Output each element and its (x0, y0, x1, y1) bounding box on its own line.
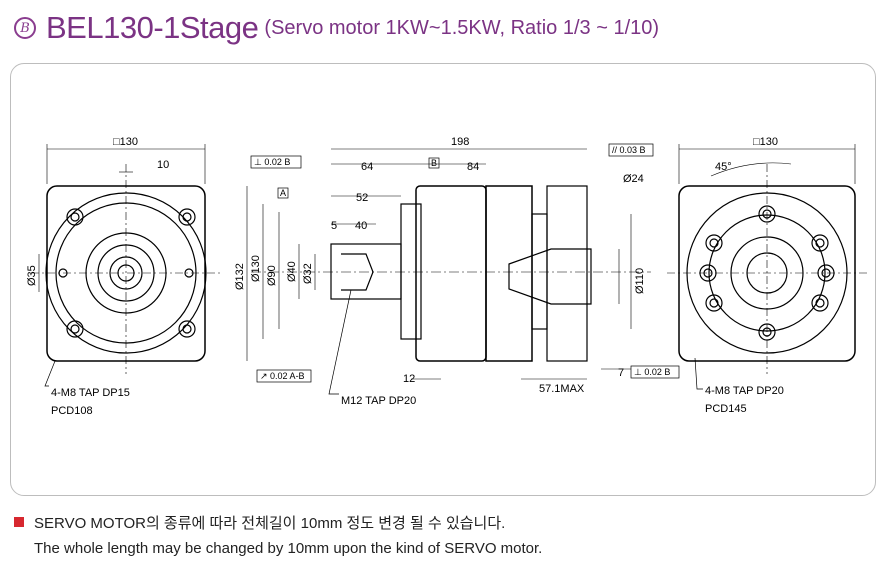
technical-drawing: □130 10 Ø35 4-M8 TAP DP15 PCD108 198 64 … (26, 136, 867, 417)
overall-length-label: 198 (451, 136, 469, 148)
right-angle-label: 45° (715, 161, 732, 173)
gtol-runout: ↗ 0.02 A-B (260, 371, 305, 381)
page-header: B BEL130-1Stage (Servo motor 1KW~1.5KW, … (14, 6, 659, 50)
datum-b: B (431, 158, 437, 168)
length-84-label: 84 (467, 161, 479, 173)
length-7-label: 7 (618, 367, 624, 379)
note-english: The whole length may be changed by 10mm … (34, 540, 543, 557)
right-pcd-note: PCD145 (705, 403, 747, 415)
b-badge-icon: B (14, 17, 36, 39)
dia-132-label: Ø132 (234, 263, 246, 290)
length-52-label: 52 (356, 192, 368, 204)
dia-90-label: Ø90 (266, 265, 278, 286)
left-key-label: 10 (157, 159, 169, 171)
gtol-parallel: // 0.03 B (612, 145, 646, 155)
left-pcd-note: PCD108 (51, 405, 93, 417)
dia-24-label: Ø24 (623, 173, 644, 185)
gtol-perp-1: ⊥ 0.02 B (254, 157, 290, 167)
dia-32-label: Ø32 (302, 263, 314, 284)
note-korean: SERVO MOTOR의 종류에 따라 전체길이 10mm 정도 변경 될 수 … (14, 512, 505, 533)
length-64-label: 64 (361, 161, 373, 173)
page-title: BEL130-1Stage (46, 10, 259, 45)
front-view-right (667, 144, 867, 390)
datum-a: A (280, 188, 286, 198)
bullet-square-icon (14, 517, 24, 527)
drawing-frame: □130 10 Ø35 4-M8 TAP DP15 PCD108 198 64 … (10, 63, 876, 496)
length-40-label: 40 (355, 220, 367, 232)
note-korean-text: SERVO MOTOR의 종류에 따라 전체길이 10mm 정도 변경 될 수 … (34, 515, 506, 532)
length-5-label: 5 (331, 220, 337, 232)
right-square-label: □130 (753, 136, 778, 148)
front-view-left (31, 144, 221, 387)
dia-130-label: Ø130 (250, 255, 262, 282)
gtol-perp-2: ⊥ 0.02 B (634, 367, 670, 377)
page-subtitle: (Servo motor 1KW~1.5KW, Ratio 1/3 ~ 1/10… (264, 16, 660, 39)
right-tap-note: 4-M8 TAP DP20 (705, 385, 784, 397)
m12-tap-note: M12 TAP DP20 (341, 395, 416, 407)
length-12-label: 12 (403, 373, 415, 385)
left-square-label: □130 (113, 136, 138, 148)
left-bore-label: Ø35 (26, 265, 38, 286)
dia-40-label: Ø40 (286, 261, 298, 282)
length-57-label: 57.1MAX (539, 383, 585, 395)
left-tap-note: 4-M8 TAP DP15 (51, 387, 130, 399)
dia-110-label: Ø110 (634, 268, 646, 294)
side-view (246, 143, 680, 395)
